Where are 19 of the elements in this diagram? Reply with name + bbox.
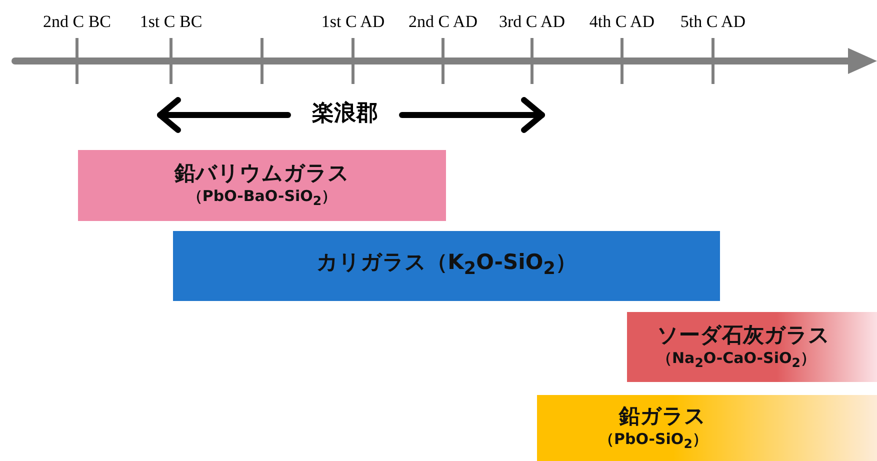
period-bar <box>78 150 446 221</box>
bar-title: 鉛バリウムガラス <box>174 160 350 186</box>
bar-title: ソーダ石灰ガラス <box>657 322 830 348</box>
bar-title: カリガラス（K$_{2}$O-SiO$_{2}$） <box>316 249 576 282</box>
tick-label: 2nd C AD <box>408 12 478 32</box>
period-bar <box>173 231 720 301</box>
tick-label: 3rd C AD <box>498 12 566 32</box>
tick-label: 5th C AD <box>680 12 746 32</box>
bar-formula: （PbO-BaO-SiO$_{2}$） <box>187 186 337 210</box>
tick-label: 4th C AD <box>589 12 655 32</box>
period-bar <box>627 312 877 382</box>
tick-label: 1st C BC <box>140 12 202 32</box>
tick-label: 1st C AD <box>321 12 385 32</box>
bar-formula: （PbO-SiO$_{2}$） <box>599 428 708 452</box>
period-bar <box>537 395 877 461</box>
bar-formula: （Na$_{2}$O-CaO-SiO$_{2}$） <box>657 348 816 372</box>
tick-label: 2nd C BC <box>42 12 112 32</box>
bar-title: 鉛ガラス <box>619 402 706 428</box>
period-label: 楽浪郡 <box>312 100 378 128</box>
